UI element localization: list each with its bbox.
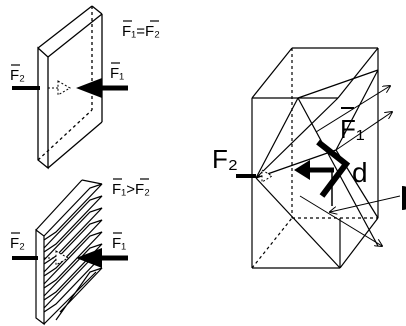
prism-f2-arrow: [236, 169, 273, 183]
flat-plate-diagram: F₂ F₁ F₁=F₂: [10, 5, 160, 170]
prism-f2-label: F₂: [212, 144, 238, 174]
flat-equation: F₁=F₂: [122, 23, 160, 40]
prism-f1-label: F₁: [340, 114, 365, 144]
ribbed-equation: F₁>F₂: [112, 181, 150, 198]
flat-f2-label: F₂: [10, 67, 25, 84]
ribbed-plate: [35, 179, 103, 326]
prism-d-label: d: [352, 157, 368, 188]
flat-plate: [37, 5, 103, 170]
thin-arrow-upper: [335, 112, 392, 151]
ribbed-f1-arrow: [76, 248, 128, 268]
flat-f1-label: F₁: [110, 65, 124, 82]
ribbed-f2-label: F₂: [10, 235, 25, 252]
thin-arrow-bottom: [299, 195, 382, 246]
ribbed-f1-label: F₁: [112, 235, 126, 252]
ribbed-f2-arrow: [12, 250, 69, 266]
flat-f1-arrow: [76, 78, 128, 98]
flat-f2-arrow: [12, 80, 71, 96]
thick-bent-arrow: [294, 139, 351, 198]
prism-diagram: F₂ F₁ d: [212, 47, 406, 269]
ribbed-plate-diagram: F₂ F₁ F₁>F₂: [10, 178, 150, 326]
pivot-half-disc: [402, 186, 406, 210]
thin-arrow-lower: [330, 195, 401, 212]
